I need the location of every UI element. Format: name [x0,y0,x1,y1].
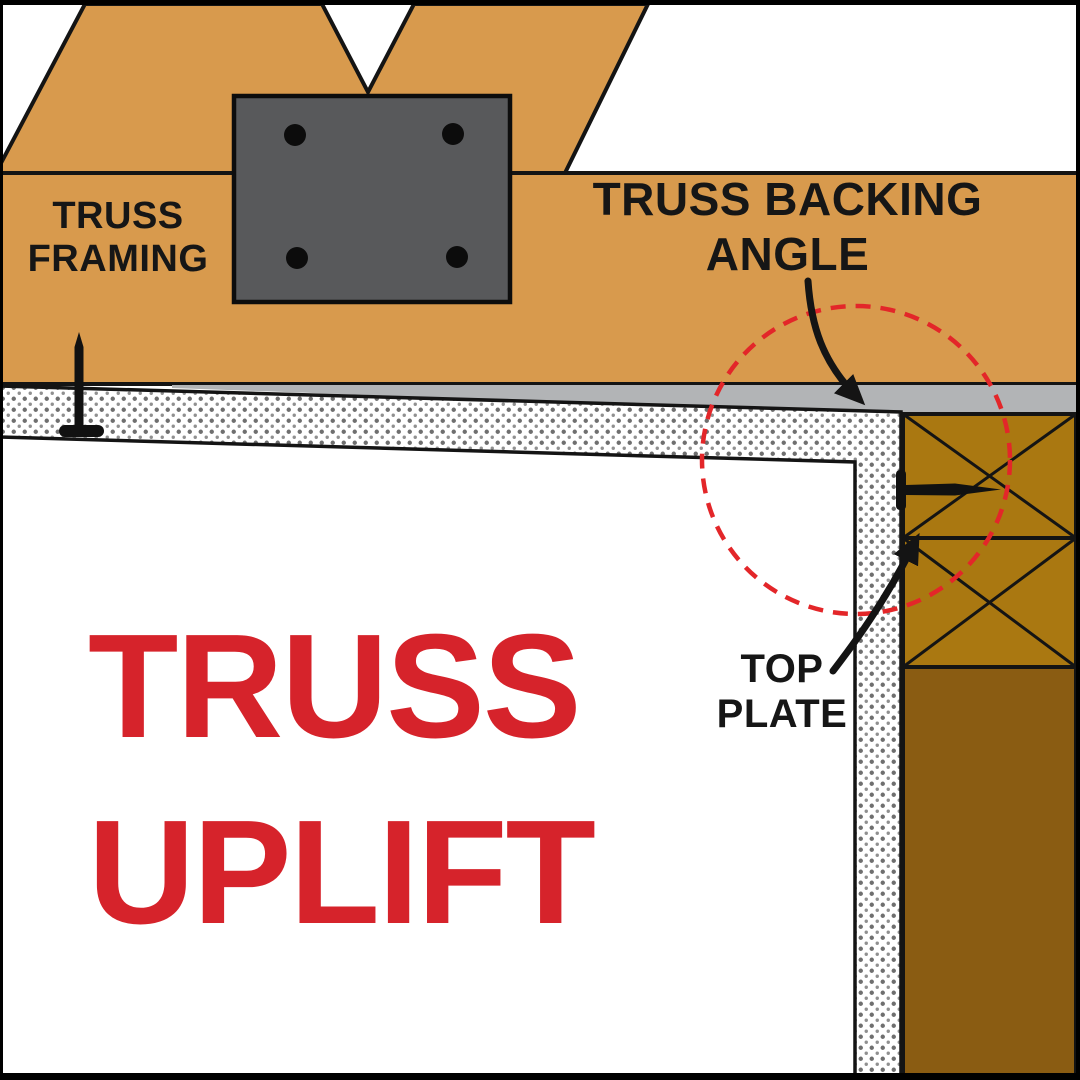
wall-stud [901,665,1078,1078]
truss-framing-label: TRUSS FRAMING [0,195,236,281]
gusset-plate-icon [231,93,513,305]
curved-arrow-to-backing-angle [804,277,866,406]
top-plate-label-line2: PLATE [716,692,848,736]
truss-backing-angle-label-line2: ANGLE [705,228,870,280]
truss-backing-angle-label-line1: TRUSS BACKING [592,173,983,225]
truss-framing-label-line2: FRAMING [27,238,209,280]
bolt-icon [284,124,306,146]
top-plate-lower [901,536,1078,669]
top-plate-label: TOP PLATE [702,647,862,737]
truss-backing-angle-label: TRUSS BACKING ANGLE [560,172,1015,282]
bolt-icon [442,123,464,145]
truss-uplift-headline-line1: TRUSS [88,604,582,769]
truss-uplift-headline-line2: UPLIFT [88,790,596,955]
bolt-icon [446,246,468,268]
truss-framing-label-line1: TRUSS [52,195,184,237]
bolt-icon [286,247,308,269]
dashed-highlight-circle-icon [699,303,1013,617]
curved-arrow-to-top-plate [829,532,920,675]
top-plate-nail-icon [896,470,1001,510]
truss-uplift-headline: TRUSS UPLIFT [88,594,708,966]
top-plate-label-line1: TOP [740,647,824,691]
truss-bottom-chord [0,171,1080,386]
popped-nail-icon [59,332,104,437]
top-plate-upper [901,412,1078,540]
